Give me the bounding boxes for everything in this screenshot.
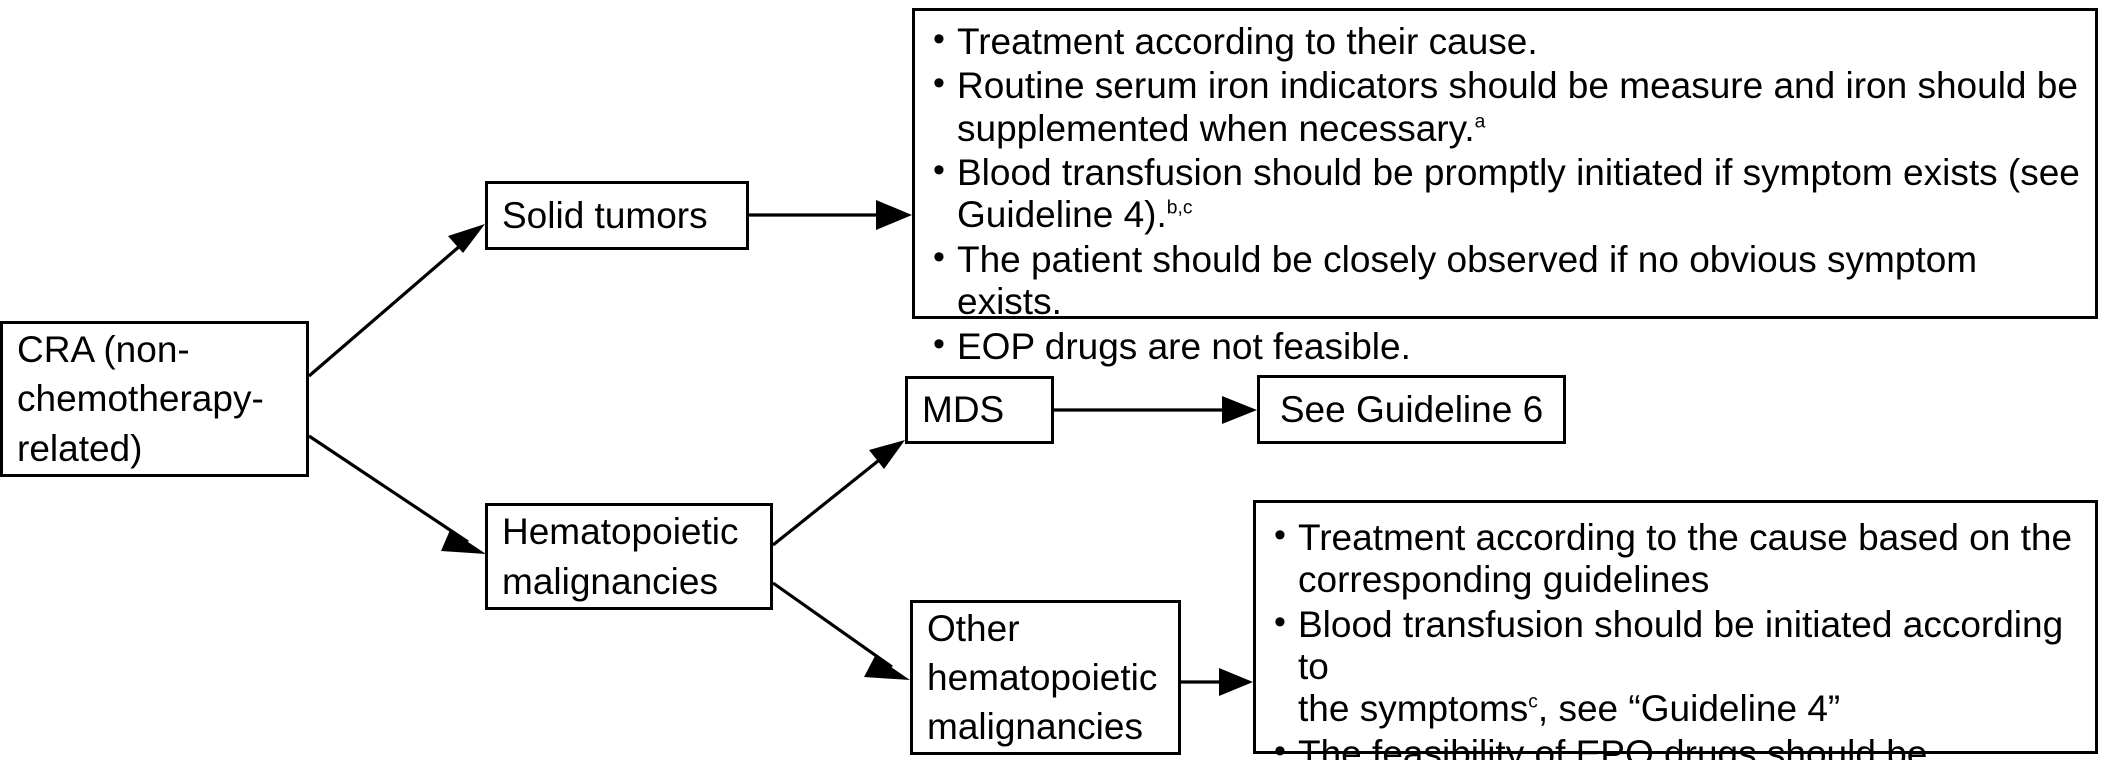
edge-mds-to-see-guideline-6 [1054, 396, 1257, 424]
list-item: The feasibility of EPO drugs should be d… [1272, 732, 2081, 760]
node-solid-tumors-label: Solid tumors [502, 194, 708, 236]
bullet-text-after: , see “Guideline 4” [1537, 688, 1841, 730]
edge-root-to-hematopoietic [308, 434, 486, 554]
other-hematopoietic-recommendations-box: Treatment according to the cause based o… [1253, 500, 2098, 760]
list-item: The patient should be closely observed i… [931, 238, 2081, 324]
edge-other-to-recommendations [1181, 668, 1253, 696]
node-solid-tumors[interactable]: Solid tumors [485, 181, 749, 250]
bullet-text: EOP drugs are not feasible. [957, 325, 1411, 367]
list-item: Treatment according to the cause based o… [1272, 516, 2081, 602]
solid-tumor-recommendations-list: Treatment according to their cause. Rout… [931, 20, 2081, 368]
bullet-superscript: a [1474, 111, 1486, 133]
bullet-text: The feasibility of EPO drugs should be d… [1298, 732, 1928, 760]
bullet-text: Routine serum iron indicators should be … [957, 65, 2078, 149]
node-see-guideline-6-label: See Guideline 6 [1279, 388, 1544, 430]
bullet-text: Treatment according to the cause based o… [1298, 517, 2073, 601]
list-item: Blood transfusion should be initiated ac… [1272, 603, 2081, 731]
node-hematopoietic-malignancies-label: Hematopoietic malignancies [502, 511, 739, 602]
bullet-text: Blood transfusion should be initiated ac… [1298, 603, 2064, 730]
bullet-superscript: b,c [1166, 198, 1193, 220]
list-item: Blood transfusion should be promptly ini… [931, 151, 2081, 237]
node-other-hematopoietic-malignancies-label: Other hematopoietic malignancies [927, 607, 1158, 748]
solid-tumor-recommendations-box: Treatment according to their cause. Rout… [912, 8, 2098, 367]
edge-hematopoietic-to-other [772, 581, 910, 680]
edge-hematopoietic-to-mds [772, 440, 905, 547]
bullet-superscript: c [1528, 692, 1538, 714]
bullet-text: The patient should be closely observed i… [957, 238, 1978, 323]
other-hematopoietic-recommendations-list: Treatment according to the cause based o… [1272, 516, 2081, 760]
list-item: EOP drugs are not feasible. [931, 325, 2081, 368]
node-other-hematopoietic-malignancies[interactable]: Other hematopoietic malignancies [910, 600, 1181, 755]
node-see-guideline-6[interactable]: See Guideline 6 [1257, 375, 1566, 444]
edge-solid-tumors-to-recommendations [749, 200, 912, 230]
list-item: Treatment according to their cause. [931, 20, 2081, 63]
bullet-text: Blood transfusion should be promptly ini… [957, 152, 2080, 236]
node-cra-root[interactable]: CRA (non- chemotherapy- related) [0, 321, 309, 477]
edge-root-to-solid-tumors [307, 224, 485, 378]
bullet-text: Treatment according to their cause. [957, 21, 1538, 62]
node-mds-label: MDS [922, 389, 1005, 431]
node-mds[interactable]: MDS [905, 376, 1054, 444]
list-item: Routine serum iron indicators should be … [931, 64, 2081, 150]
node-hematopoietic-malignancies[interactable]: Hematopoietic malignancies [485, 503, 773, 610]
node-cra-root-label: CRA (non- chemotherapy- related) [17, 329, 264, 469]
